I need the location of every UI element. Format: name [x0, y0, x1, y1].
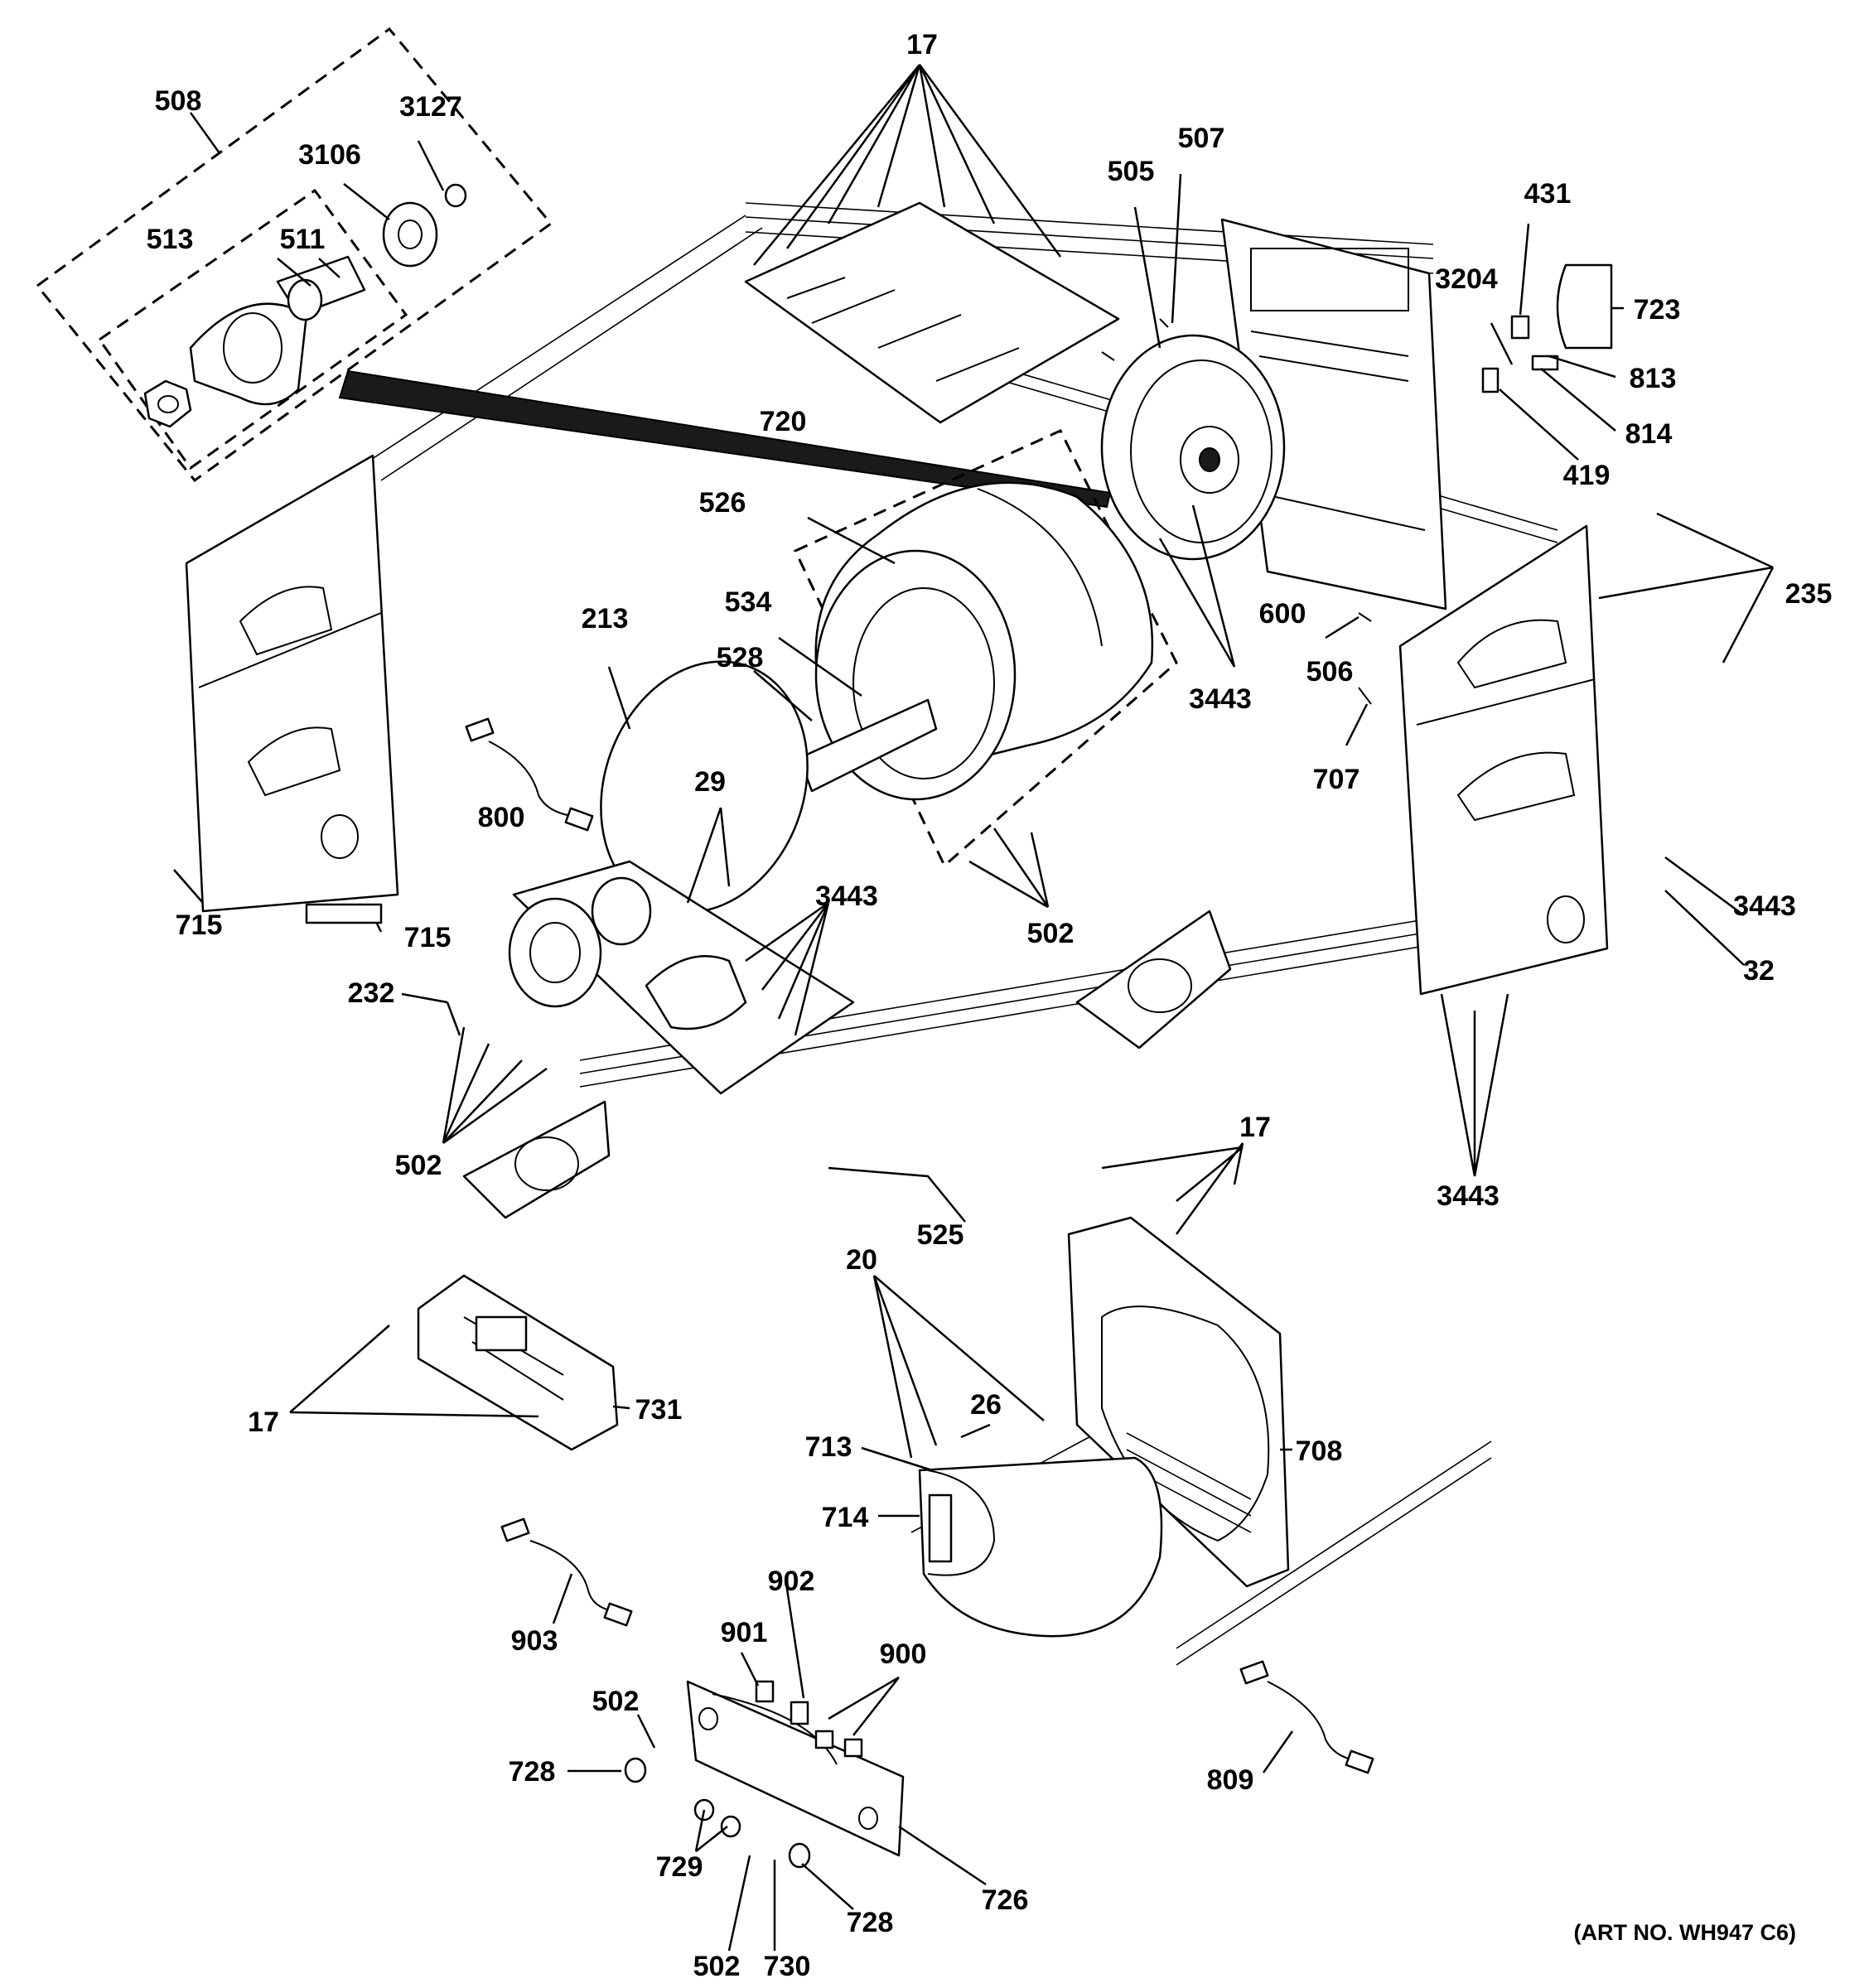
callout-903: 903: [511, 1625, 558, 1657]
door-713: [918, 1456, 1163, 1638]
callout-809: 809: [1207, 1764, 1254, 1796]
callout-728-right: 728: [847, 1907, 894, 1938]
callout-720: 720: [760, 406, 807, 437]
callout-232: 232: [348, 977, 395, 1009]
control-board-731: [417, 1274, 619, 1451]
callout-526: 526: [699, 487, 746, 519]
callout-3106: 3106: [298, 139, 361, 171]
duct-panel-left: [462, 1100, 611, 1219]
callout-32: 32: [1743, 955, 1775, 987]
callout-502-base: 502: [395, 1150, 442, 1181]
callout-213: 213: [582, 603, 629, 635]
callout-813: 813: [1630, 363, 1677, 394]
harness-800: [465, 717, 594, 832]
drive-belt-line: [338, 369, 1112, 509]
callout-513: 513: [147, 224, 194, 255]
front-panel-708: [1067, 1216, 1290, 1588]
callout-labels: 17 508 3127 3106 513 511 505 507 431 320…: [147, 29, 1833, 1982]
callout-29: 29: [694, 766, 726, 798]
callout-3443-upper: 3443: [1189, 683, 1252, 715]
callout-900: 900: [880, 1638, 927, 1670]
callout-17-front: 17: [1239, 1112, 1271, 1143]
callout-814: 814: [1625, 418, 1673, 450]
callout-3204: 3204: [1435, 263, 1498, 295]
callout-729: 729: [656, 1851, 703, 1883]
callout-728-left: 728: [509, 1756, 556, 1788]
callout-726: 726: [982, 1884, 1029, 1916]
callout-713: 713: [805, 1431, 852, 1463]
callout-235: 235: [1785, 578, 1833, 610]
callout-715-right: 715: [404, 922, 452, 953]
duct-panel-right: [1075, 910, 1232, 1049]
callout-901: 901: [721, 1617, 768, 1648]
callout-506: 506: [1306, 656, 1354, 688]
callout-708: 708: [1296, 1436, 1343, 1467]
leader-lines: [173, 64, 1775, 1952]
callout-17-board: 17: [248, 1407, 279, 1438]
callout-431: 431: [1524, 178, 1572, 210]
top-cover-720: [744, 201, 1120, 424]
base-and-motor: [508, 860, 855, 1095]
callout-800: 800: [478, 802, 525, 833]
callout-3443-middle: 3443: [815, 881, 878, 912]
callout-600: 600: [1259, 598, 1306, 630]
callout-3443-right: 3443: [1733, 890, 1796, 922]
callout-508: 508: [155, 85, 202, 117]
callout-714: 714: [822, 1502, 869, 1533]
callout-731: 731: [635, 1394, 683, 1426]
rear-bulkhead-600: [1100, 334, 1286, 561]
callout-3127: 3127: [399, 91, 462, 123]
callout-715-left: 715: [176, 910, 223, 941]
callout-707: 707: [1313, 764, 1360, 795]
left-side-panel: [185, 454, 399, 924]
callout-3443-bottom: 3443: [1437, 1180, 1500, 1212]
art-number: (ART NO. WH947 C6): [1573, 1920, 1796, 1945]
callout-528: 528: [717, 642, 764, 673]
callout-502-drum: 502: [1027, 918, 1075, 949]
small-hardware: [1101, 263, 1613, 705]
harness-903: [500, 1518, 633, 1627]
callout-20: 20: [846, 1244, 877, 1276]
callout-511: 511: [280, 224, 326, 255]
bearing-kit-508: [35, 27, 553, 483]
callout-502-lower: 502: [693, 1951, 741, 1982]
callout-723: 723: [1634, 294, 1681, 326]
right-side-panel: [1398, 524, 1609, 996]
callout-730: 730: [764, 1951, 811, 1982]
callout-419: 419: [1563, 460, 1611, 491]
callout-525: 525: [917, 1219, 964, 1251]
drum-526: [793, 429, 1178, 868]
callout-507: 507: [1178, 123, 1225, 154]
callout-534: 534: [725, 586, 772, 618]
harness-809: [1239, 1660, 1374, 1774]
callout-17: 17: [906, 29, 938, 60]
callout-505: 505: [1108, 156, 1155, 187]
callout-26: 26: [970, 1389, 1002, 1421]
callout-902: 902: [768, 1566, 815, 1597]
callout-502-panel: 502: [592, 1686, 640, 1717]
